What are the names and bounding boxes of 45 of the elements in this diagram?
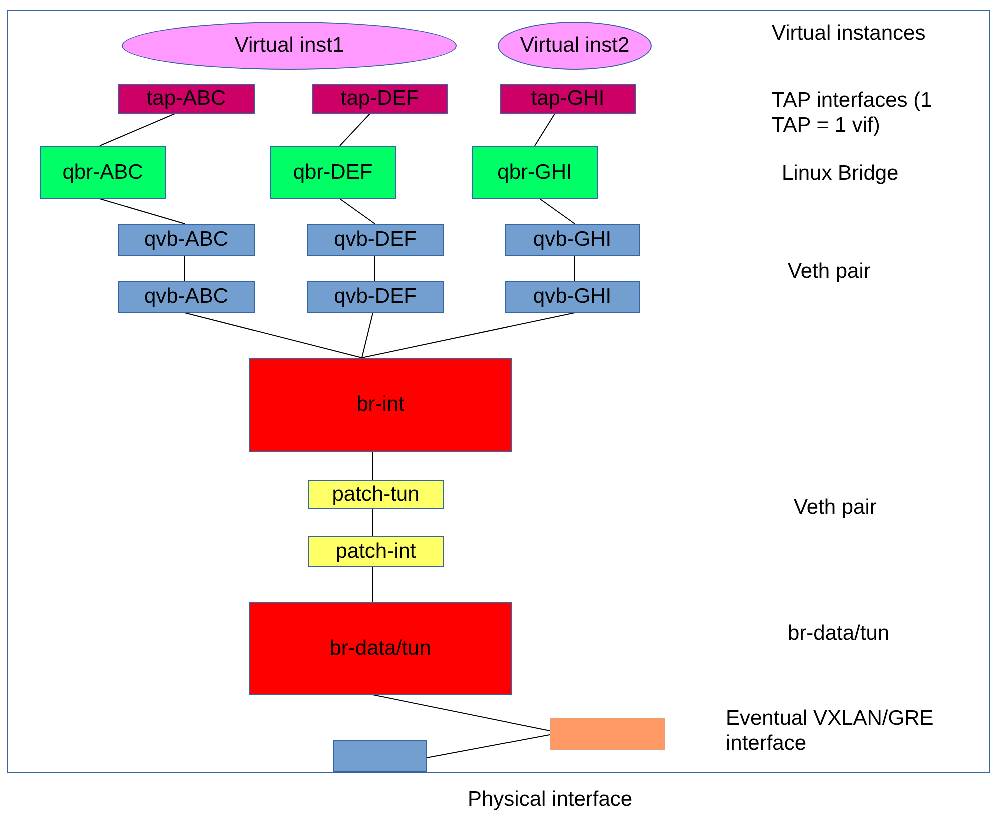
patch-port-box: patch-tun	[308, 480, 444, 509]
linux-bridge-box: qbr-DEF	[270, 146, 396, 199]
bridge-box: br-data/tun	[249, 602, 512, 695]
connector-line	[340, 114, 370, 146]
layer-label: Linux Bridge	[782, 162, 899, 186]
bridge-box: br-int	[249, 358, 512, 452]
patch-port-box: patch-int	[308, 536, 444, 567]
linux-bridge-box: qbr-GHI	[472, 146, 598, 199]
connector-line	[100, 198, 186, 224]
connector-line	[574, 256, 576, 282]
connector-line	[374, 256, 376, 282]
connector-line	[372, 508, 374, 536]
layer-label: TAP interfaces (1 TAP = 1 vif)	[772, 88, 934, 138]
layer-label: Eventual VXLAN/GRE interface	[726, 706, 935, 756]
veth-interface-box: qvb-ABC	[118, 224, 255, 256]
veth-interface-box: qvb-GHI	[505, 281, 640, 313]
connector-line	[540, 198, 576, 224]
veth-interface-box: qvb-DEF	[307, 224, 444, 256]
tap-interface-box: tap-DEF	[312, 84, 448, 114]
linux-bridge-box: qbr-ABC	[40, 146, 166, 199]
connector-line	[362, 312, 576, 358]
connector-line	[184, 256, 186, 282]
veth-interface-box: qvb-ABC	[118, 281, 255, 313]
tap-interface-box: tap-ABC	[118, 84, 255, 114]
physical-interface-box	[333, 740, 427, 772]
connector-line	[372, 694, 550, 732]
layer-label: Veth pair	[794, 496, 877, 520]
connector-line	[184, 312, 362, 358]
connector-line	[426, 734, 550, 758]
veth-interface-box: qvb-GHI	[505, 224, 640, 256]
veth-interface-box: qvb-DEF	[307, 281, 444, 313]
layer-label: Physical interface	[468, 788, 633, 812]
connector-line	[372, 566, 374, 602]
connector-line	[100, 114, 176, 146]
connector-line	[340, 198, 376, 224]
layer-label: br-data/tun	[788, 622, 890, 646]
connector-line	[362, 312, 374, 358]
tunnel-interface-box	[550, 718, 665, 750]
layer-label: Virtual instances	[772, 22, 926, 46]
virtual-instance-ellipse: Virtual inst1	[122, 22, 457, 70]
layer-label: Veth pair	[788, 260, 871, 284]
connector-line	[372, 452, 374, 480]
tap-interface-box: tap-GHI	[500, 84, 636, 114]
connector-line	[534, 114, 556, 146]
virtual-instance-ellipse: Virtual inst2	[498, 22, 652, 70]
